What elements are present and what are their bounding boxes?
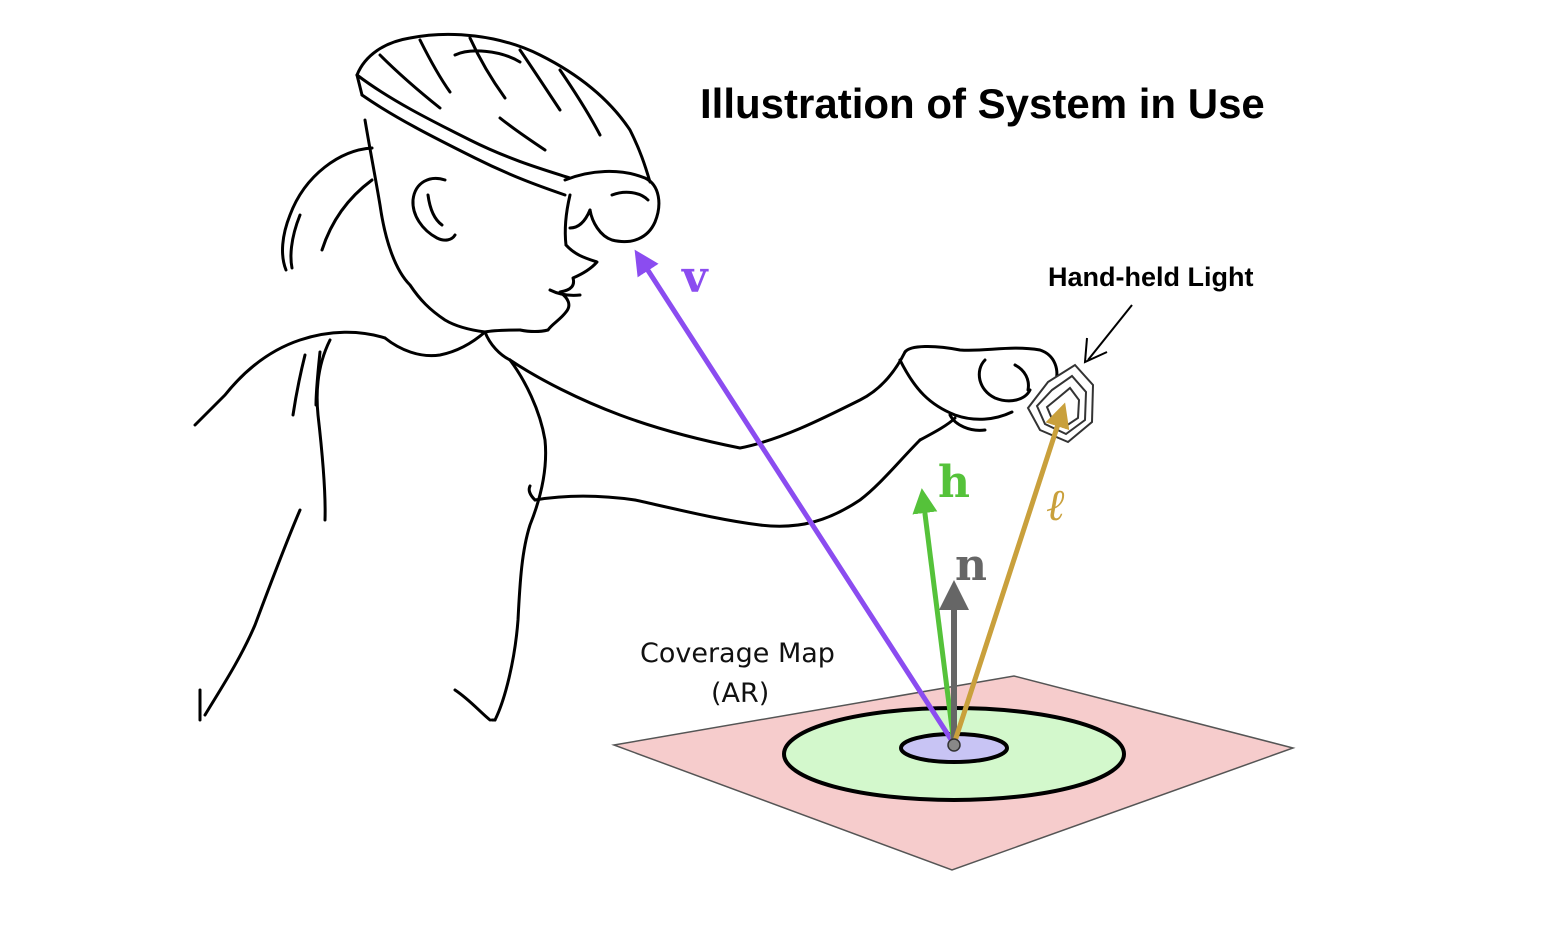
light-vector-arrow <box>951 402 1070 745</box>
surface-point <box>947 738 961 752</box>
hand-held-light-label: Hand-held Light <box>1048 262 1253 292</box>
view-vector-arrow <box>634 249 957 746</box>
half-vector-arrow <box>912 488 957 745</box>
half-vector-label: h <box>938 457 970 508</box>
normal-vector-label: n <box>955 540 987 591</box>
light-vector-label: ℓ <box>1046 480 1065 531</box>
hand-held-light-device <box>1026 363 1095 444</box>
view-vector-label: v <box>681 252 709 303</box>
light-pointer-arrow <box>1083 304 1133 364</box>
coverage-map-label: Coverage Map <box>640 638 835 669</box>
person-sketch <box>193 32 1059 722</box>
diagram-title: Illustration of System in Use <box>700 80 1265 127</box>
coverage-map-label-ar: (AR) <box>711 678 769 709</box>
